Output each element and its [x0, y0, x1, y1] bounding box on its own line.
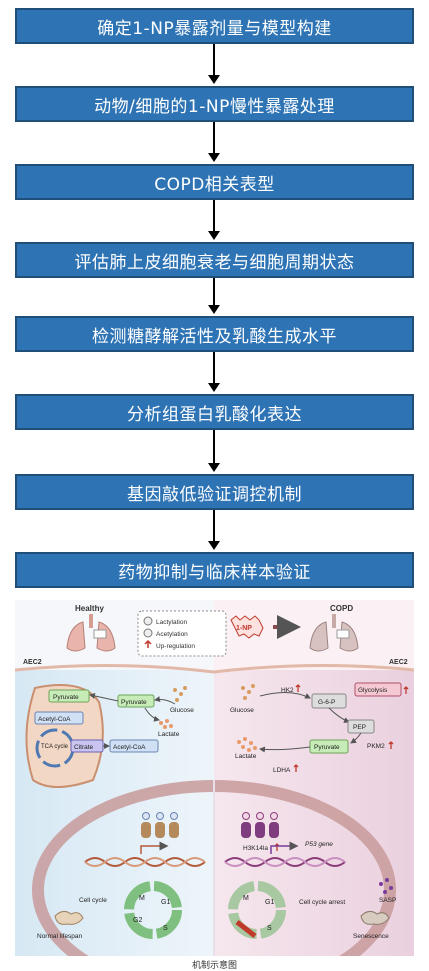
p53-gene-label: P53 gene: [305, 841, 333, 848]
cell-cycle-left: M G1 G2 S: [124, 881, 182, 939]
svg-text:Acetyl-CoA: Acetyl-CoA: [38, 716, 71, 723]
senescent-cell-icon: [360, 910, 390, 925]
nucleosomes-right: [241, 812, 279, 838]
cell-cycle-label: Cell cycle: [79, 897, 107, 904]
flow-step-8: 药物抑制与临床样本验证: [15, 552, 414, 588]
pyruvate-right-label: Pyruvate: [314, 744, 340, 751]
flow-step-1: 确定1-NP暴露剂量与模型构建: [15, 8, 414, 44]
flow-arrow-6: [208, 430, 220, 472]
senescence-label: Senescence: [353, 933, 389, 940]
ldha-label: LDHA: [273, 767, 291, 774]
flow-step-7: 基因敲低验证调控机制: [15, 474, 414, 510]
svg-text:M: M: [139, 895, 145, 902]
aec2-left-label: AEC2: [23, 659, 42, 666]
g6p-label: G-6-P: [318, 699, 335, 706]
pep-label: PEP: [353, 724, 366, 731]
flow-step-3: COPD相关表型: [15, 164, 414, 200]
svg-text:Pyruvate: Pyruvate: [53, 694, 79, 701]
figure-caption: 机制示意图: [191, 961, 237, 971]
lactate-right-label: Lactate: [235, 753, 257, 760]
cell-cycle-right: M G1 S: [228, 881, 286, 939]
arrest-label: Cell cycle arrest: [299, 899, 345, 906]
svg-text:Acetylation: Acetylation: [156, 631, 188, 638]
flow-step-6: 分析组蛋白乳酸化表达: [15, 394, 414, 430]
pkm2-label: PKM2: [367, 743, 385, 750]
svg-text:G1: G1: [265, 899, 274, 906]
svg-text:M: M: [243, 895, 249, 902]
flow-arrow-4: [208, 278, 220, 314]
flow-step-5: 检测糖酵解活性及乳酸生成水平: [15, 316, 414, 352]
svg-text:Up-regulation: Up-regulation: [156, 643, 195, 650]
svg-text:1-NP: 1-NP: [236, 625, 252, 632]
lactate-left-label: Lactate: [158, 731, 180, 738]
flow-step-4: 评估肺上皮细胞衰老与细胞周期状态: [15, 242, 414, 278]
svg-text:S: S: [267, 925, 272, 932]
flow-step-2: 动物/细胞的1-NP慢性暴露处理: [15, 86, 414, 122]
flow-arrow-2: [208, 122, 220, 162]
flow-arrow-5: [208, 352, 220, 392]
mitochondrion: Pyruvate Acetyl-CoA TCA cycle Citrate: [25, 684, 104, 788]
h3k14la-label: H3K14la: [243, 845, 268, 852]
sasp-label: SASP: [379, 897, 396, 904]
lung-copd-icon: [309, 614, 359, 652]
svg-text:TCA cycle: TCA cycle: [41, 744, 69, 750]
arrest-bar-icon: [235, 920, 257, 938]
svg-text:S: S: [163, 925, 168, 932]
svg-text:Lactylation: Lactylation: [156, 619, 187, 626]
flow-arrow-7: [208, 510, 220, 550]
healthy-title: Healthy: [75, 604, 104, 613]
sasp-icon: [379, 878, 393, 894]
glucose-right-label: Glucose: [230, 707, 254, 714]
acetylation-icon: [143, 628, 153, 638]
copd-title: COPD: [330, 604, 353, 613]
svg-text:G2: G2: [133, 917, 142, 924]
flow-arrow-3: [208, 200, 220, 240]
flow-arrow-1: [208, 44, 220, 84]
up-arrow-icon: [144, 639, 152, 648]
glycolysis-label: Glycolysis: [358, 687, 388, 694]
lung-healthy-icon: [66, 614, 116, 652]
mechanism-figure: Healthy COPD AEC2 AEC2 Lactylation Acety…: [15, 600, 414, 956]
nucleosomes-left: [141, 812, 179, 838]
exposure-1np: 1-NP: [230, 615, 301, 639]
acetyl-coa-label: Acetyl-CoA: [113, 744, 146, 751]
aec2-right-label: AEC2: [389, 659, 408, 666]
svg-text:G1: G1: [161, 899, 170, 906]
pyruvate-label: Pyruvate: [121, 699, 147, 706]
normal-cell-icon: [54, 910, 84, 925]
svg-text:Citrate: Citrate: [74, 744, 94, 751]
glucose-left-label: Glucose: [170, 707, 194, 714]
hk2-label: HK2: [281, 687, 294, 694]
lactylation-icon: [143, 616, 153, 626]
legend: Lactylation Acetylation Up-regulation: [137, 610, 227, 657]
normal-lifespan-label: Normal lifespan: [37, 933, 83, 940]
